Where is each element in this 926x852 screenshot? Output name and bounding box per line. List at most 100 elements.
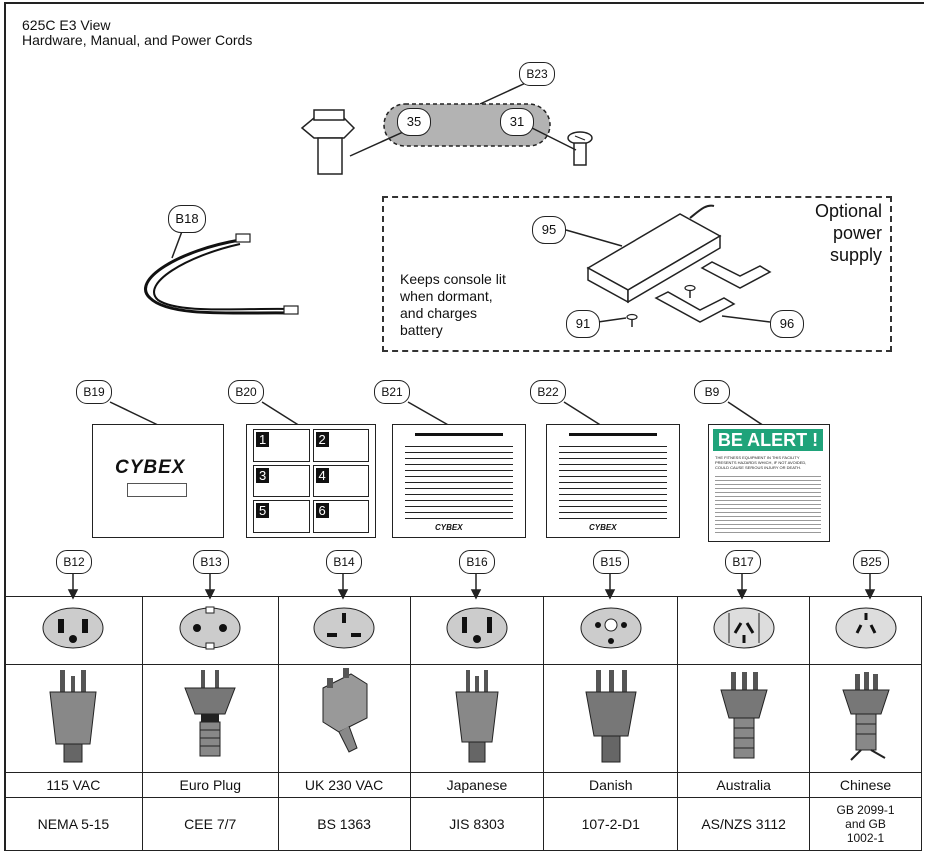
cord-standard: AS/NZS 3112 [677, 797, 811, 851]
manual-label-box [127, 483, 187, 497]
callout-91: 91 [566, 310, 600, 338]
plug-row [4, 664, 922, 773]
callout-b20: B20 [228, 380, 264, 404]
socket-danish-icon [580, 607, 642, 649]
instruction-sheet-b21: CYBEX [392, 424, 526, 538]
warning-sign: BE ALERT ! THE FITNESS EQUIPMENT IN THIS… [708, 424, 830, 542]
socket-cell [809, 596, 922, 665]
grid-cell: 5 [253, 500, 310, 533]
cord-label: UK 230 VAC [277, 772, 411, 798]
page-number: 3 [256, 467, 270, 483]
owners-manual: CYBEX [92, 424, 224, 538]
callout-b23: B23 [519, 62, 555, 86]
page-number: 6 [315, 503, 329, 519]
callout-b18: B18 [168, 205, 206, 233]
socket-cell [277, 596, 411, 665]
plug-cell [141, 664, 279, 773]
quick-reference-card: 1 2 3 4 5 6 [246, 424, 376, 538]
plug-euro-icon [184, 670, 236, 757]
screw-icon [567, 131, 593, 166]
cord-standard: NEMA 5-15 [4, 797, 143, 851]
cybex-logo-small: CYBEX [589, 523, 617, 532]
optional-title: Optional power supply [815, 200, 882, 266]
socket-chinese-icon [835, 607, 897, 649]
callout-95: 95 [532, 216, 566, 244]
callout-31: 31 [500, 108, 534, 136]
title-subtitle: Hardware, Manual, and Power Cords [22, 32, 253, 48]
diagram-frame [4, 2, 924, 850]
alert-text: THE FITNESS EQUIPMENT IN THIS FACILITY P… [715, 455, 807, 470]
plug-cell [4, 664, 143, 773]
socket-cell [4, 596, 143, 665]
callout-b17: B17 [725, 550, 761, 574]
grid-cell: 2 [312, 429, 369, 462]
socket-cell [543, 596, 679, 665]
cord-label: Australia [677, 772, 811, 798]
plug-cell [677, 664, 811, 773]
socket-cell [677, 596, 811, 665]
cord-label: Chinese [809, 772, 922, 798]
plug-cell [409, 664, 545, 773]
callout-b12: B12 [56, 550, 92, 574]
standard-line1: GB 2099-1 [836, 803, 895, 817]
plug-cell [809, 664, 922, 773]
cybex-logo: CYBEX [115, 457, 186, 478]
power-cord-table: 115 VAC Euro Plug UK 230 VAC Japanese Da… [4, 596, 922, 851]
small-screw-icon [626, 284, 696, 327]
page-number: 4 [315, 467, 329, 483]
socket-japanese-icon [446, 607, 508, 649]
page-title: 625C E3 View Hardware, Manual, and Power… [22, 18, 252, 48]
plug-danish-icon [585, 670, 637, 763]
bolt-icon [300, 109, 356, 175]
plug-cell [277, 664, 411, 773]
bracket-icon [654, 261, 772, 323]
instruction-sheet-b22: CYBEX [546, 424, 680, 538]
optional-note-line1: Keeps console lit [400, 271, 506, 287]
plug-uk-icon [322, 668, 368, 753]
grid-cell: 3 [253, 464, 310, 498]
optional-note: Keeps console lit when dormant, and char… [400, 271, 506, 339]
standard-row: NEMA 5-15 CEE 7/7 BS 1363 JIS 8303 107-2… [4, 797, 922, 851]
plug-nema-icon [49, 670, 97, 763]
optional-title-line3: supply [829, 245, 882, 265]
callout-b15: B15 [593, 550, 629, 574]
power-supply-icon [586, 204, 722, 304]
optional-note-line3: and charges [400, 305, 478, 321]
cord-label: 115 VAC [4, 772, 143, 798]
callout-b13: B13 [193, 550, 229, 574]
optional-title-line1: Optional [814, 201, 882, 221]
cord-standard-chinese: GB 2099-1 and GB 1002-1 [809, 797, 922, 851]
callout-b9: B9 [694, 380, 730, 404]
cord-label: Danish [543, 772, 679, 798]
plug-cell [543, 664, 679, 773]
optional-note-line2: when dormant, [400, 288, 493, 304]
grid-cell: 6 [312, 500, 369, 533]
leader-b23 [479, 80, 531, 105]
page-number: 1 [256, 432, 270, 447]
socket-uk-icon [313, 607, 375, 649]
page-number: 5 [256, 503, 270, 519]
standard-line3: 1002-1 [846, 831, 885, 845]
socket-euro-icon [179, 606, 241, 650]
cord-standard: CEE 7/7 [141, 797, 279, 851]
callout-35: 35 [397, 108, 431, 136]
page-number: 2 [315, 432, 329, 447]
callout-b21: B21 [374, 380, 410, 404]
socket-cell [141, 596, 279, 665]
plug-chinese-icon [841, 672, 890, 761]
callout-b25: B25 [853, 550, 889, 574]
alert-heading: BE ALERT ! [713, 429, 823, 451]
socket-row [4, 596, 922, 665]
cord-standard: BS 1363 [277, 797, 411, 851]
cord-standard: 107-2-D1 [543, 797, 679, 851]
cybex-logo-small: CYBEX [435, 523, 463, 532]
callout-b19: B19 [76, 380, 112, 404]
plug-australia-icon [719, 672, 768, 759]
standard-line2: and GB [845, 817, 886, 831]
socket-cell [409, 596, 545, 665]
callout-96: 96 [770, 310, 804, 338]
grid-cell: 4 [312, 464, 369, 498]
voltage-row: 115 VAC Euro Plug UK 230 VAC Japanese Da… [4, 772, 922, 798]
optional-note-line4: battery [400, 322, 443, 338]
title-model: 625C E3 View [22, 17, 111, 33]
